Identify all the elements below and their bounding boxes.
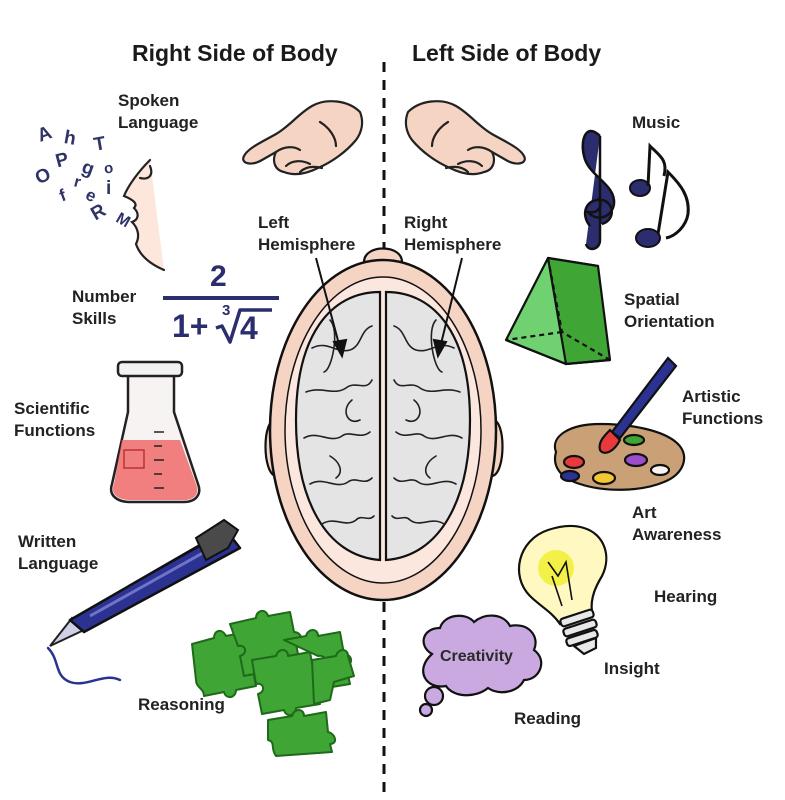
light-bulb-icon [517, 524, 608, 656]
floating-letter: i [106, 178, 112, 199]
prism-icon [504, 256, 612, 366]
puzzle-icon [191, 610, 355, 757]
radical-sign-icon [215, 308, 272, 344]
music-label: Music [632, 113, 681, 132]
palette-icon [553, 356, 686, 491]
root-index: 3 [222, 302, 231, 319]
hand-icon [404, 100, 526, 176]
fraction-denominator-term: 1+ [172, 308, 209, 344]
reading-label: Reading [514, 709, 582, 728]
thought-cloud-icon [418, 614, 543, 718]
music-notes-icon [581, 129, 690, 251]
hearing-label: Hearing [654, 587, 718, 606]
insight-label: Insight [604, 659, 660, 678]
radicand: 4 [240, 310, 258, 346]
flask-icon [109, 360, 201, 504]
brain-icon [264, 247, 504, 602]
fraction-numerator: 2 [210, 260, 227, 293]
fraction-bar [163, 296, 279, 300]
hand-icon [242, 100, 364, 176]
face-profile-icon [122, 158, 166, 272]
pen-icon [46, 518, 242, 685]
creativity-label: Creativity [440, 648, 513, 665]
reasoning-label: Reasoning [138, 695, 225, 714]
left-side-of-body-header: Left Side of Body [412, 40, 602, 66]
right-side-of-body-header: Right Side of Body [132, 40, 338, 66]
